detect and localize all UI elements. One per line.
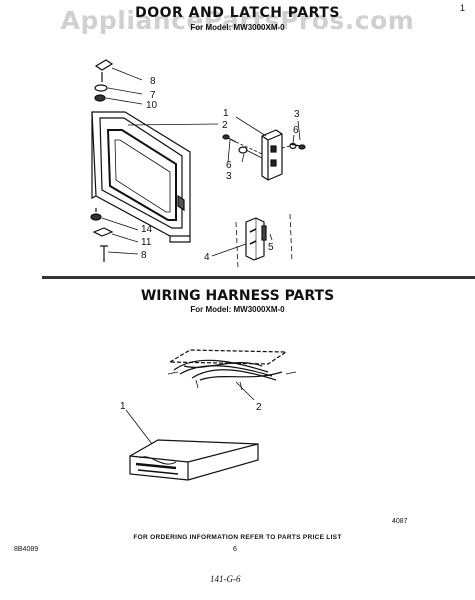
- callout-label: 7: [150, 90, 156, 101]
- callout-label: 3: [226, 171, 232, 182]
- latch-washer-left: [238, 146, 248, 154]
- latch-screw-right: [289, 143, 306, 150]
- callout-label: 6: [293, 125, 299, 136]
- wiring-harness: [167, 349, 297, 391]
- callout-label: 2: [222, 120, 228, 131]
- handwritten-note: 141-G-6: [210, 574, 241, 584]
- revision-code: 4087: [392, 518, 408, 525]
- latch-washer-right: [289, 142, 297, 150]
- callout-label: 2: [256, 402, 262, 413]
- door-section-model: For Model: MW3000XM-0: [190, 23, 285, 32]
- callout-label: 3: [294, 109, 300, 120]
- latch-assembly: [261, 129, 283, 181]
- callout-labels: 8 7 10 1 2 3 6 6 3 14 11 8 4 5 2 1: [120, 76, 300, 413]
- callout-label: 8: [150, 76, 156, 87]
- hinge-screw-bottom: [100, 245, 108, 262]
- latch-screw-left: [222, 134, 237, 143]
- harness-package-box: [129, 439, 259, 481]
- door-assembly: [91, 111, 191, 243]
- hinge-washer-top: [94, 84, 108, 92]
- callout-label: 6: [226, 160, 232, 171]
- corner-mark: 1: [460, 3, 466, 13]
- hinge-screw-top: [94, 59, 114, 82]
- door-section-title: DOOR AND LATCH PARTS: [135, 5, 340, 21]
- document-number: 8B4089: [14, 546, 39, 553]
- callout-label: 11: [141, 237, 152, 248]
- watermark: AppliancePartsPros.com: [60, 6, 415, 35]
- callout-label: 14: [141, 224, 153, 235]
- hinge-pin-bottom: [90, 208, 102, 221]
- hinge-pin-top: [94, 94, 106, 102]
- callout-label: 1: [223, 108, 229, 119]
- ordering-note: FOR ORDERING INFORMATION REFER TO PARTS …: [133, 534, 342, 541]
- latch-bracket: [245, 217, 267, 261]
- callout-label: 1: [120, 401, 126, 412]
- hinge-bracket-bottom: [92, 227, 114, 237]
- harness-section-title: WIRING HARNESS PARTS: [140, 288, 335, 304]
- callout-label: 4: [204, 252, 210, 263]
- page-number: 6: [233, 546, 237, 553]
- harness-section-model: For Model: MW3000XM-0: [190, 305, 285, 314]
- callout-label: 5: [268, 242, 274, 253]
- callout-label: 10: [146, 100, 158, 111]
- section-divider: [42, 276, 475, 279]
- callout-label: 8: [141, 250, 147, 261]
